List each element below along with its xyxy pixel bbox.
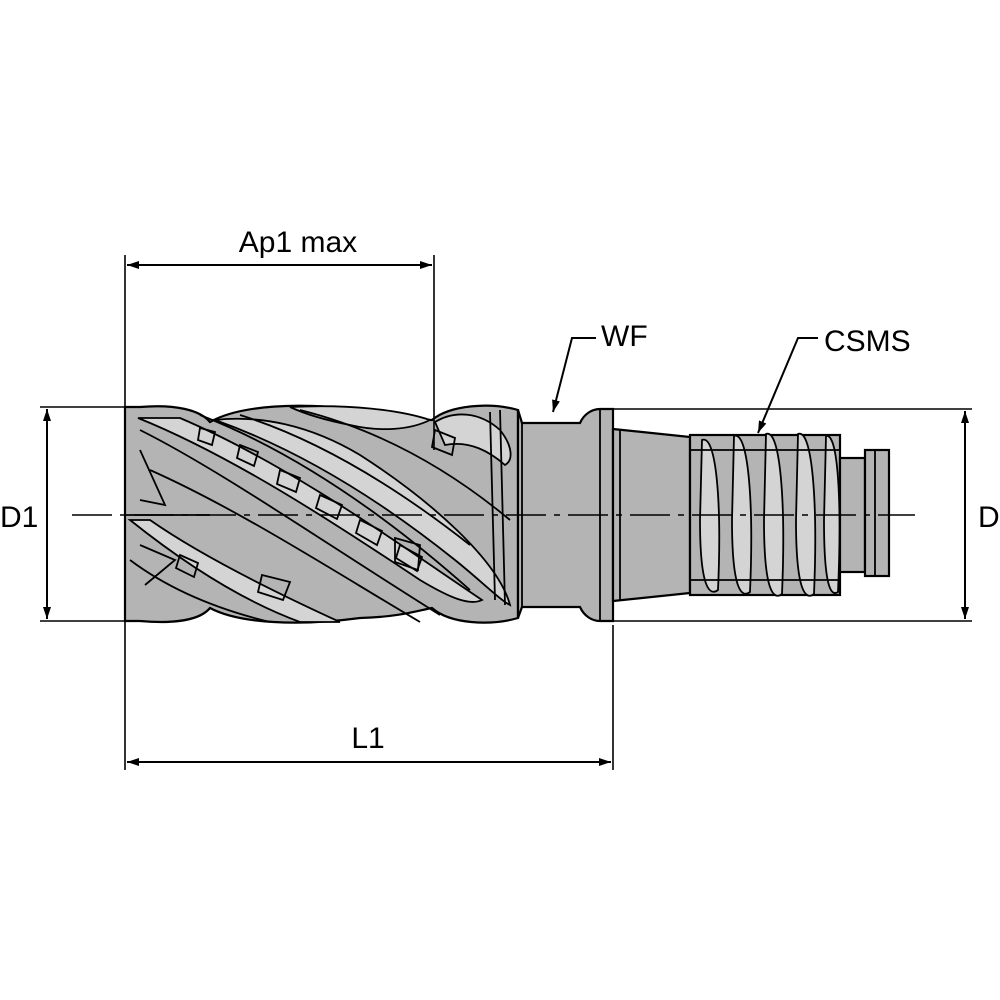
ap1-label: Ap1 max <box>239 226 357 259</box>
flute-3 <box>127 519 341 623</box>
l1-label: L1 <box>351 722 384 755</box>
d-dimension: D <box>613 408 1000 622</box>
flute-5 <box>289 405 433 431</box>
l1-dimension: L1 <box>127 625 614 770</box>
ap1-dimension: Ap1 max <box>124 226 435 770</box>
wf-callout: WF <box>552 320 648 413</box>
pilot-end <box>863 448 891 578</box>
d1-dimension: D1 <box>0 406 125 622</box>
wf-label: WF <box>601 320 648 353</box>
d-label: D <box>978 501 1000 534</box>
helix-flutes <box>125 405 512 623</box>
csms-callout: CSMS <box>757 325 911 434</box>
csms-label: CSMS <box>824 325 911 358</box>
d1-label: D1 <box>0 501 38 534</box>
flute-2 <box>214 417 512 607</box>
